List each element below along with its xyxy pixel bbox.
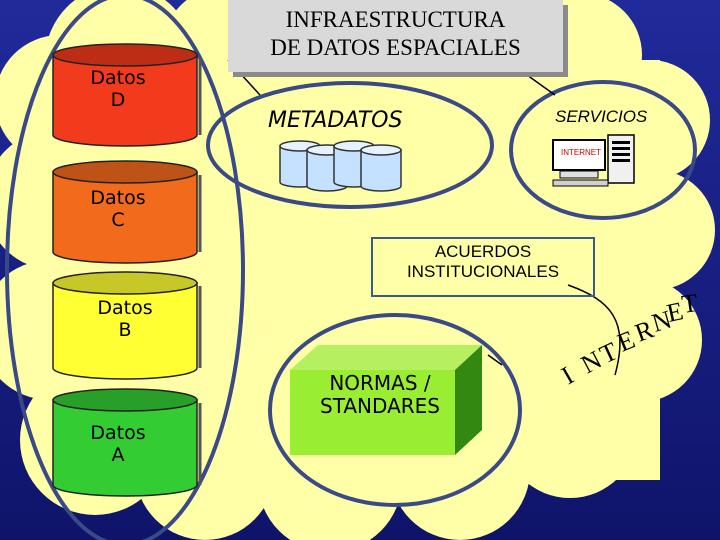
title-line-1: INFRAESTRUCTURA [285, 7, 506, 32]
cylinder-label-c: Datos C [88, 187, 148, 232]
cylinder-a [52, 388, 202, 497]
cylinder-d-line2: D [110, 88, 126, 111]
normas-line-2: STANDARES [320, 394, 440, 418]
servicios-ellipse [509, 80, 697, 220]
acuerdos-line-2: INSTITUCIONALES [406, 262, 560, 282]
cylinder-c-line2: C [111, 208, 125, 231]
acuerdos-line-1: ACUERDOS [434, 242, 532, 261]
servicios-label: SERVICIOS [555, 107, 648, 126]
metadatos-label: METADATOS [268, 108, 403, 133]
acuerdos-box [371, 237, 595, 297]
cylinder-b-line1: Datos [97, 297, 153, 319]
cylinder-label-b: Datos B [95, 297, 155, 342]
metadata-database-icons [279, 140, 402, 192]
internet-arc-letter: T [680, 288, 700, 319]
normas-label: NORMAS / STANDARES [300, 372, 460, 418]
cylinder-b-line2: B [118, 318, 132, 341]
data-stack-ellipse [5, 0, 245, 540]
cylinder-a-line1: Datos [90, 422, 146, 444]
diagram-title: INFRAESTRUCTURA DE DATOS ESPACIALES [228, 6, 563, 61]
cylinder-a-line2: A [111, 443, 125, 466]
cylinder-c-line1: Datos [90, 187, 146, 209]
normas-ellipse [268, 313, 522, 507]
cylinder-c [52, 160, 202, 264]
normas-box [290, 345, 482, 455]
title-line-2: DE DATOS ESPACIALES [270, 34, 521, 60]
cylinder-label-a: Datos A [88, 422, 148, 467]
acuerdos-label: ACUERDOS INSTITUCIONALES [371, 242, 595, 283]
computer-screen-text: INTERNET [561, 148, 601, 157]
internet-arc-letter: E [664, 296, 686, 328]
cylinder-b [52, 271, 202, 380]
cylinder-d-line1: Datos [90, 67, 146, 89]
computer-icon [552, 134, 635, 187]
data-cylinders [52, 43, 202, 497]
normas-line-1: NORMAS / [329, 371, 431, 395]
cylinder-label-d: Datos D [88, 67, 148, 112]
title-box [228, 0, 563, 72]
metadatos-ellipse [206, 81, 494, 209]
cylinder-d [52, 43, 202, 147]
database-icon [360, 144, 402, 192]
